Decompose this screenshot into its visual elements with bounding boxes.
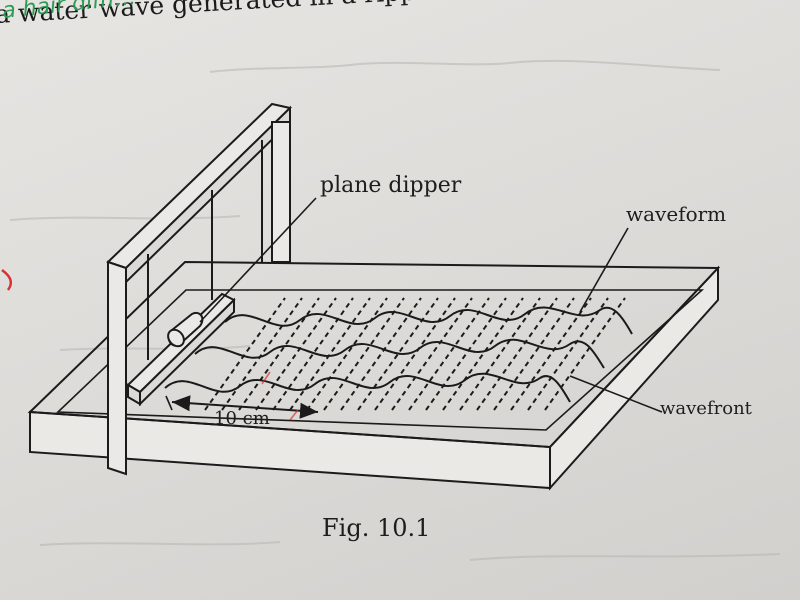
leader-lines [199,197,663,413]
label-plane-dipper: plane dipper [320,173,462,198]
red-pen-mark [1,269,13,291]
support-frame [106,102,293,476]
plane-dipper [126,292,236,407]
red-pen-ticks [261,371,299,421]
figure-caption: Fig. 10.1 [322,514,431,542]
waveform-lines [164,306,633,403]
tank-rim [27,260,721,449]
tank-inner-rim [56,289,705,431]
label-waveform: waveform [626,202,727,226]
label-wavefront: wavefront [660,398,752,419]
show-through-text [9,59,781,561]
label-scale: 10 cm [214,408,270,429]
waveform-line [164,372,571,403]
tank [27,260,721,491]
scale-arrow [171,395,319,419]
waveform-line [224,306,633,335]
scale-tick [165,395,173,411]
waveform-line [194,338,605,369]
